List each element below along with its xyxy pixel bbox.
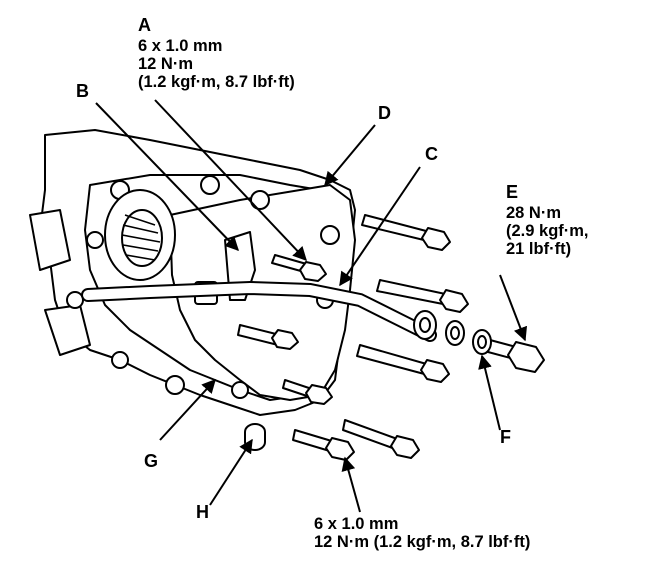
callout-a-letter: A bbox=[138, 15, 151, 35]
boss bbox=[66, 291, 84, 309]
bolt-head bbox=[305, 384, 333, 405]
callout-f-letter: F bbox=[500, 427, 511, 447]
callout-e-letter: E bbox=[506, 182, 519, 202]
callout-e-spec: 28 N·m (2.9 kgf·m, 21 lbf·ft) bbox=[506, 204, 589, 258]
bolt-head bbox=[507, 341, 545, 373]
housing-tab-lower bbox=[44, 304, 91, 356]
callout-e-line-3: 21 lbf·ft) bbox=[506, 240, 572, 258]
bolt-head bbox=[299, 261, 327, 282]
bottom-spec: 6 x 1.0 mm 12 N·m (1.2 kgf·m, 8.7 lbf·ft… bbox=[314, 515, 530, 551]
callout-a-line-1: 6 x 1.0 mm bbox=[138, 37, 223, 55]
housing-tab-left bbox=[29, 209, 71, 271]
callout-g-letter: G bbox=[144, 451, 159, 471]
callout-a-line-3: (1.2 kgf·m, 8.7 lbf·ft) bbox=[138, 73, 295, 91]
bolt-head bbox=[390, 435, 420, 459]
callout-a-line-2: 12 N·m bbox=[138, 55, 194, 73]
callout-c-letter: C bbox=[425, 144, 438, 164]
boss bbox=[165, 375, 185, 395]
bottom-spec-line-2: 12 N·m (1.2 kgf·m, 8.7 lbf·ft) bbox=[314, 533, 531, 551]
bolt-head bbox=[439, 289, 469, 313]
boss bbox=[320, 225, 340, 245]
callout-e-line-2: (2.9 kgf·m, bbox=[506, 222, 589, 240]
callout-e-line-1: 28 N·m bbox=[506, 204, 562, 222]
bolt-shaft bbox=[356, 344, 431, 376]
bolt-head bbox=[420, 359, 450, 383]
boss bbox=[86, 231, 104, 249]
bolt-head bbox=[421, 227, 451, 251]
callout-a-spec: 6 x 1.0 mm 12 N·m (1.2 kgf·m, 8.7 lbf·ft… bbox=[138, 37, 295, 91]
callout-b-letter: B bbox=[76, 81, 89, 101]
bottom-spec-line-1: 6 x 1.0 mm bbox=[314, 515, 399, 533]
callout-h-letter: H bbox=[196, 502, 209, 522]
boss bbox=[231, 381, 249, 399]
bolt-head bbox=[325, 437, 355, 461]
boss bbox=[111, 351, 129, 369]
boss bbox=[200, 175, 220, 195]
bolt-head bbox=[271, 329, 299, 350]
bolt-shaft bbox=[376, 279, 451, 306]
callout-d-letter: D bbox=[378, 103, 391, 123]
boss bbox=[250, 190, 270, 210]
